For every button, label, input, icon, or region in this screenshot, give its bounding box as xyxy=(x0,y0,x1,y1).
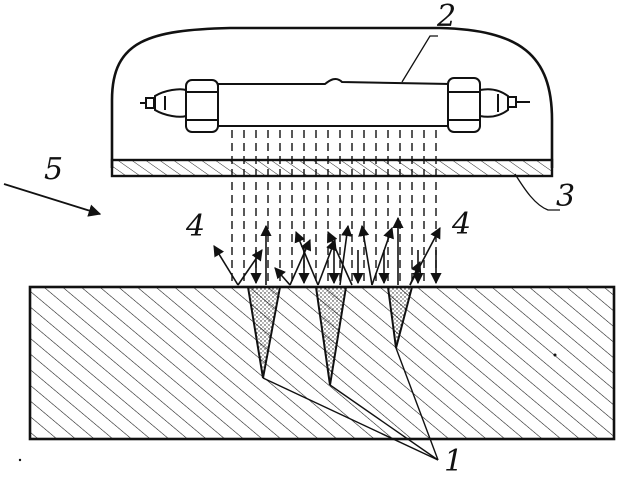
label-incident: 5 xyxy=(44,152,64,187)
incident-arrow xyxy=(3,183,102,217)
leader-cracks xyxy=(262,347,439,461)
leader-lamp xyxy=(401,35,438,83)
leader-filter xyxy=(514,173,560,211)
reflected-ray xyxy=(213,245,239,286)
label-lamp: 2 xyxy=(437,0,457,34)
crack-3 xyxy=(386,286,414,349)
reflected-arrows xyxy=(213,216,442,286)
reflected-ray xyxy=(339,224,353,286)
reflected-ray xyxy=(294,230,319,286)
crack-1 xyxy=(246,286,282,379)
reflected-ray xyxy=(289,238,312,286)
label-reflected-right: 4 xyxy=(452,207,472,242)
reflected-ray xyxy=(274,267,291,286)
lamp-tube xyxy=(140,77,530,133)
label-reflected-left: 4 xyxy=(186,209,206,244)
filter-plate xyxy=(110,158,554,178)
label-crack: 1 xyxy=(444,444,464,479)
reflected-ray xyxy=(237,249,263,286)
reflected-ray xyxy=(317,238,337,286)
cracks xyxy=(246,286,414,386)
label-filter: 3 xyxy=(556,179,576,214)
reflected-ray xyxy=(327,230,353,286)
crack-2 xyxy=(314,286,348,386)
reflected-ray xyxy=(358,224,373,286)
reflected-ray xyxy=(371,226,394,286)
lamp-housing xyxy=(110,26,554,168)
